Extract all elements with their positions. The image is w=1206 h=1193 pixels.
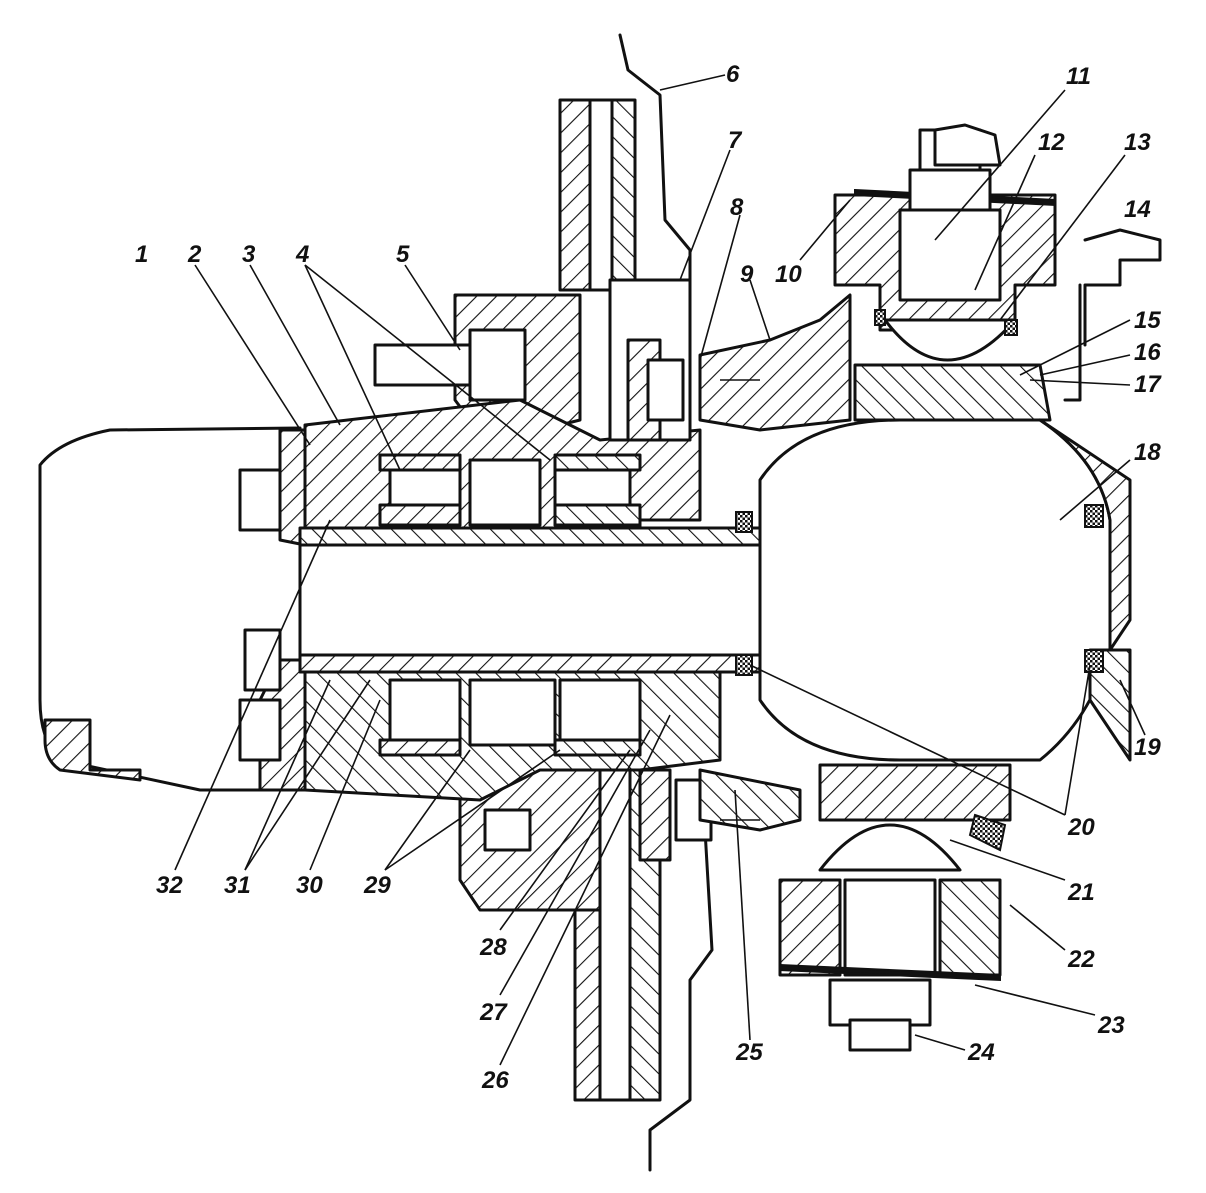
label-28: 28 xyxy=(479,934,507,961)
lower-kingpin-housing xyxy=(778,763,1012,1052)
label-12: 12 xyxy=(1038,129,1065,156)
label-5: 5 xyxy=(396,241,410,268)
cv-joint xyxy=(735,418,1132,762)
spindle xyxy=(298,526,762,674)
kingpin-bolt xyxy=(933,123,1002,167)
label-27: 27 xyxy=(479,999,508,1026)
label-30: 30 xyxy=(296,872,323,899)
label-6: 6 xyxy=(726,61,740,88)
knuckle-housing xyxy=(38,426,307,792)
label-26: 26 xyxy=(481,1067,509,1094)
label-3: 3 xyxy=(242,241,256,268)
label-1: 1 xyxy=(135,241,148,268)
label-13: 13 xyxy=(1124,129,1151,156)
label-14: 14 xyxy=(1124,196,1151,223)
part-labels: 1 2 3 4 5 6 7 8 9 10 11 12 13 14 15 16 1… xyxy=(135,61,1162,1094)
tapered-bearing-lower xyxy=(378,678,642,757)
label-2: 2 xyxy=(187,241,202,268)
label-17: 17 xyxy=(1134,371,1162,398)
label-11: 11 xyxy=(1066,63,1091,90)
label-8: 8 xyxy=(730,194,744,221)
steering-knuckle xyxy=(698,293,852,832)
label-19: 19 xyxy=(1134,734,1161,761)
label-22: 22 xyxy=(1067,946,1095,973)
sensor-bracket xyxy=(1063,228,1162,402)
leader-lines xyxy=(174,74,1146,1066)
label-31: 31 xyxy=(224,872,251,899)
label-15: 15 xyxy=(1134,307,1161,334)
label-4: 4 xyxy=(295,241,309,268)
label-9: 9 xyxy=(740,261,754,288)
label-21: 21 xyxy=(1067,879,1095,906)
label-7: 7 xyxy=(728,127,743,154)
label-20: 20 xyxy=(1067,814,1095,841)
label-32: 32 xyxy=(156,872,183,899)
label-29: 29 xyxy=(363,872,391,899)
label-18: 18 xyxy=(1134,439,1161,466)
label-23: 23 xyxy=(1097,1012,1125,1039)
label-25: 25 xyxy=(735,1039,763,1066)
label-16: 16 xyxy=(1134,339,1161,366)
label-24: 24 xyxy=(967,1039,995,1066)
brake-shoe xyxy=(608,278,713,862)
tapered-bearing-upper xyxy=(378,453,642,527)
wheel-stud xyxy=(373,328,532,852)
centerlines xyxy=(720,379,760,821)
label-10: 10 xyxy=(775,261,802,288)
upper-kingpin-housing xyxy=(833,128,1057,422)
